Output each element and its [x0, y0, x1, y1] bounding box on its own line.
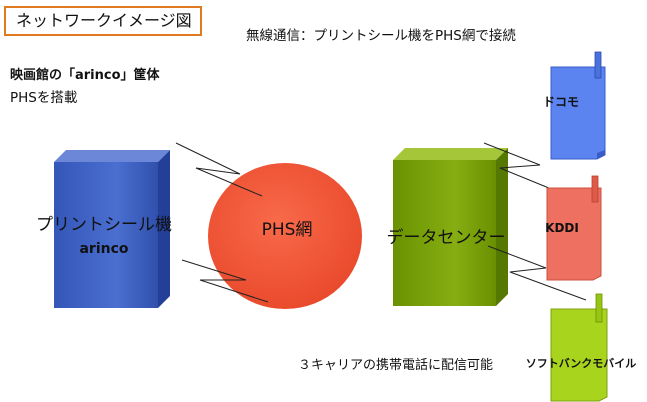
link-dc-docomo	[483, 142, 567, 196]
diagram-subtitle: 無線通信：プリントシール機をPHS網で接続	[246, 28, 516, 44]
carrier-note: ３キャリアの携帯電話に配信可能	[298, 358, 494, 373]
cabinet-sub-label: PHSを搭載	[10, 90, 78, 106]
machine-label-line1: プリントシール機	[36, 215, 172, 235]
network-label: PHS網	[262, 220, 313, 240]
datacenter-label: データセンター	[387, 227, 506, 248]
phone-docomo	[550, 51, 606, 160]
machine-label-line2: arinco	[79, 241, 128, 257]
carrier-label-docomo: ドコモ	[543, 95, 579, 109]
wireless-links	[175, 142, 587, 303]
datacenter-box	[393, 148, 508, 306]
phs-network-circle	[208, 163, 362, 309]
carrier-label-kddi: KDDI	[545, 221, 579, 235]
phone-softbank	[550, 293, 608, 402]
print-machine-box	[54, 150, 170, 308]
diagram-title: ネットワークイメージ図	[4, 6, 202, 36]
phone-kddi	[546, 175, 602, 281]
cabinet-label: 映画館の「arinco」筐体	[10, 68, 160, 83]
link-machine-network-top	[175, 142, 263, 197]
link-machine-network-bottom	[181, 259, 269, 303]
link-dc-softbank	[487, 245, 587, 301]
carrier-label-softbank: ソフトバンクモバイル	[526, 357, 637, 370]
